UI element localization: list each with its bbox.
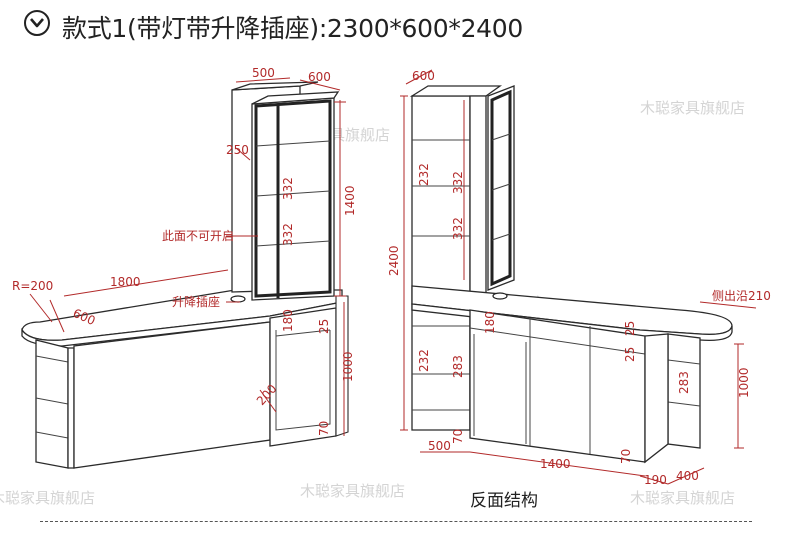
dim-top-depth: 600 [308,70,331,84]
dim-tower-height: 1400 [343,185,357,216]
dim-bottom-mid: 1400 [540,457,571,471]
chevron-down-circle-icon [24,10,50,36]
page-title: 款式1(带灯带升降插座):2300*600*2400 [62,14,523,43]
right-desk-unit [409,85,733,464]
left-dimensions [29,77,346,436]
note-side-edge: 侧出沿210 [712,289,771,303]
dim-side-height: 1000 [737,367,751,398]
dim-right-thk-2: 25 [623,347,637,362]
divider [40,521,752,522]
dim-right-drawer: 180 [483,311,497,334]
watermark: 木聪家具旗舰店 [630,489,736,507]
dim-right-top-depth: 600 [412,69,435,83]
dim-base-1: 70 [451,429,465,444]
dim-gap1: 332 [281,177,295,200]
dim-end-400: 400 [676,469,699,483]
dim-side-gap: 283 [677,371,691,394]
dim-desk-width: 1800 [110,275,141,289]
dim-shelf-width: 250 [226,143,249,157]
dim-gap-332-b: 332 [451,217,465,240]
dim-total-height: 2400 [387,245,401,276]
dim-gap-283: 283 [451,355,465,378]
dim-end-190: 190 [644,473,667,487]
right-dimensions [400,69,757,485]
dim-radius: R=200 [12,279,53,293]
dim-cabinet-height: 1000 [341,351,355,382]
view-caption: 反面结构 [470,491,538,511]
watermark: 木聪家具旗舰店 [300,482,406,500]
dim-gap-332-a: 332 [451,171,465,194]
dim-base-2: 70 [619,449,633,464]
dim-base: 70 [317,421,331,436]
dim-gap2: 332 [281,223,295,246]
right-dimension-labels: 600 2400 232 332 332 232 283 180 25 25 侧… [387,69,771,487]
left-desk-unit [21,81,349,469]
dim-top-thickness: 25 [317,319,331,334]
dim-bottom-width: 500 [428,439,451,453]
header: 款式1(带灯带升降插座):2300*600*2400 [0,0,790,50]
watermark: 木聪家具旗舰店 [640,99,746,117]
watermark: 木聪家具旗舰店 [0,489,96,507]
dim-top-width: 500 [252,66,275,80]
note-light-panel: 此面不可开启 [162,229,234,243]
dim-gap-232-b: 232 [417,349,431,372]
dim-gap-232-a: 232 [417,163,431,186]
dim-drawer: 180 [281,309,295,332]
note-socket: 升降插座 [172,294,220,309]
dim-right-thk-1: 25 [623,321,637,336]
